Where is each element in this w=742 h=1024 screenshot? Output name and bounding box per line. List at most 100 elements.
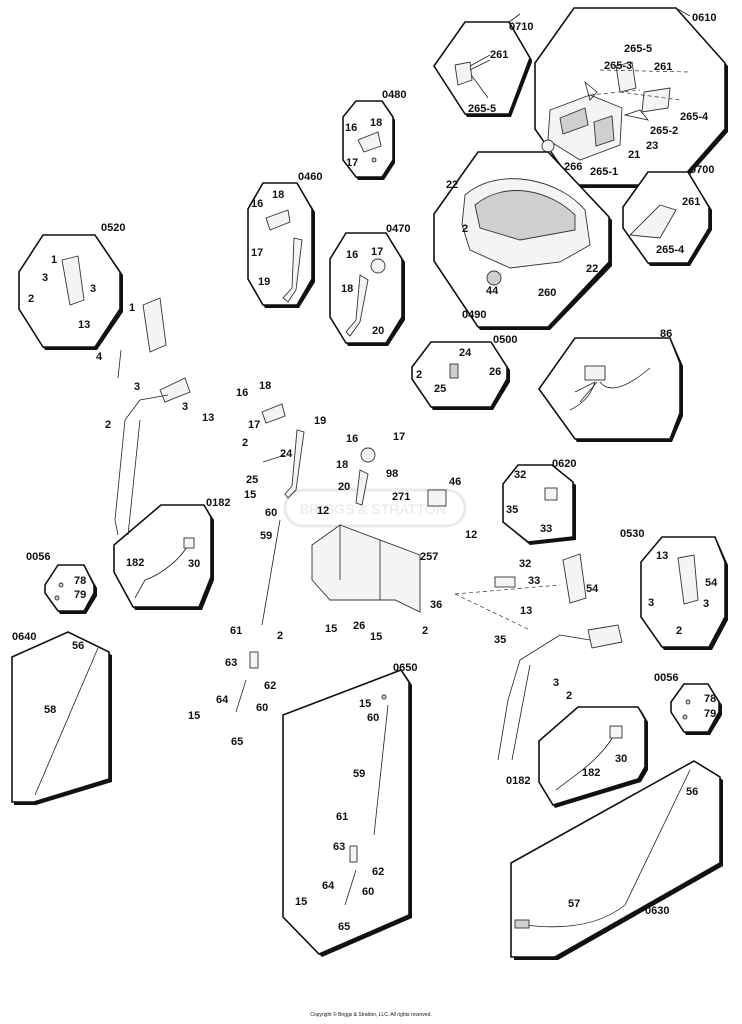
callout-18[interactable]: 18 bbox=[259, 380, 271, 392]
callout-32[interactable]: 32 bbox=[514, 469, 526, 481]
callout-15[interactable]: 15 bbox=[370, 631, 382, 643]
kit-label-0490[interactable]: 0490 bbox=[462, 309, 486, 321]
callout-18[interactable]: 18 bbox=[336, 459, 348, 471]
callout-46[interactable]: 46 bbox=[449, 476, 461, 488]
callout-98[interactable]: 98 bbox=[386, 468, 398, 480]
callout-63[interactable]: 63 bbox=[225, 657, 237, 669]
callout-86[interactable]: 86 bbox=[660, 328, 672, 340]
kit-label-0480[interactable]: 0480 bbox=[382, 89, 406, 101]
callout-4[interactable]: 4 bbox=[96, 351, 103, 363]
callout-265-4[interactable]: 265-4 bbox=[680, 111, 709, 123]
callout-35[interactable]: 35 bbox=[494, 634, 506, 646]
callout-13[interactable]: 13 bbox=[78, 319, 90, 331]
callout-59[interactable]: 59 bbox=[353, 768, 365, 780]
callout-2[interactable]: 2 bbox=[28, 293, 34, 305]
callout-2[interactable]: 2 bbox=[416, 369, 422, 381]
callout-16[interactable]: 16 bbox=[236, 387, 248, 399]
callout-3[interactable]: 3 bbox=[182, 401, 188, 413]
callout-26[interactable]: 26 bbox=[353, 620, 365, 632]
callout-54[interactable]: 54 bbox=[586, 583, 599, 595]
callout-3[interactable]: 3 bbox=[134, 381, 140, 393]
callout-25[interactable]: 25 bbox=[246, 474, 258, 486]
callout-78[interactable]: 78 bbox=[74, 575, 86, 587]
callout-79[interactable]: 79 bbox=[74, 589, 86, 601]
callout-20[interactable]: 20 bbox=[338, 481, 350, 493]
kit-label-0610[interactable]: 0610 bbox=[692, 12, 716, 24]
callout-18[interactable]: 18 bbox=[370, 117, 382, 129]
kit-label-0182[interactable]: 0182 bbox=[206, 497, 230, 509]
callout-58[interactable]: 58 bbox=[44, 704, 56, 716]
callout-62[interactable]: 62 bbox=[264, 680, 276, 692]
callout-16[interactable]: 16 bbox=[346, 433, 358, 445]
callout-271[interactable]: 271 bbox=[392, 491, 410, 503]
callout-57[interactable]: 57 bbox=[568, 898, 580, 910]
callout-17[interactable]: 17 bbox=[371, 246, 383, 258]
callout-19[interactable]: 19 bbox=[314, 415, 326, 427]
callout-15[interactable]: 15 bbox=[188, 710, 200, 722]
kit-label-0630[interactable]: 0630 bbox=[645, 905, 669, 917]
kit-label-0182[interactable]: 0182 bbox=[506, 775, 530, 787]
callout-13[interactable]: 13 bbox=[656, 550, 668, 562]
callout-17[interactable]: 17 bbox=[346, 157, 358, 169]
callout-65[interactable]: 65 bbox=[231, 736, 243, 748]
kit-label-0500[interactable]: 0500 bbox=[493, 334, 517, 346]
callout-61[interactable]: 61 bbox=[230, 625, 242, 637]
callout-16[interactable]: 16 bbox=[346, 249, 358, 261]
callout-36[interactable]: 36 bbox=[430, 599, 442, 611]
callout-3[interactable]: 3 bbox=[90, 283, 96, 295]
kit-label-0460[interactable]: 0460 bbox=[298, 171, 322, 183]
callout-20[interactable]: 20 bbox=[372, 325, 384, 337]
callout-3[interactable]: 3 bbox=[42, 272, 48, 284]
callout-30[interactable]: 30 bbox=[188, 558, 200, 570]
callout-60[interactable]: 60 bbox=[367, 712, 379, 724]
callout-21[interactable]: 21 bbox=[628, 149, 640, 161]
callout-16[interactable]: 16 bbox=[251, 198, 263, 210]
callout-2[interactable]: 2 bbox=[462, 223, 468, 235]
callout-33[interactable]: 33 bbox=[540, 523, 552, 535]
kit-label-0470[interactable]: 0470 bbox=[386, 223, 410, 235]
callout-260[interactable]: 260 bbox=[538, 287, 556, 299]
callout-54[interactable]: 54 bbox=[705, 577, 718, 589]
callout-265-1[interactable]: 265-1 bbox=[590, 166, 618, 178]
callout-12[interactable]: 12 bbox=[317, 505, 329, 517]
callout-44[interactable]: 44 bbox=[486, 285, 499, 297]
callout-60[interactable]: 60 bbox=[362, 886, 374, 898]
callout-16[interactable]: 16 bbox=[345, 122, 357, 134]
callout-2[interactable]: 2 bbox=[566, 690, 572, 702]
callout-18[interactable]: 18 bbox=[341, 283, 353, 295]
callout-61[interactable]: 61 bbox=[336, 811, 348, 823]
callout-64[interactable]: 64 bbox=[216, 694, 229, 706]
callout-15[interactable]: 15 bbox=[359, 698, 371, 710]
callout-15[interactable]: 15 bbox=[244, 489, 256, 501]
callout-265-4[interactable]: 265-4 bbox=[656, 244, 685, 256]
callout-17[interactable]: 17 bbox=[248, 419, 260, 431]
callout-22[interactable]: 22 bbox=[586, 263, 598, 275]
callout-261[interactable]: 261 bbox=[654, 61, 672, 73]
callout-1[interactable]: 1 bbox=[129, 302, 135, 314]
callout-17[interactable]: 17 bbox=[251, 247, 263, 259]
callout-261[interactable]: 261 bbox=[682, 196, 700, 208]
callout-15[interactable]: 15 bbox=[295, 896, 307, 908]
callout-18[interactable]: 18 bbox=[272, 189, 284, 201]
callout-79[interactable]: 79 bbox=[704, 708, 716, 720]
callout-261[interactable]: 261 bbox=[490, 49, 508, 61]
callout-24[interactable]: 24 bbox=[459, 347, 472, 359]
callout-2[interactable]: 2 bbox=[105, 419, 111, 431]
callout-13[interactable]: 13 bbox=[520, 605, 532, 617]
callout-59[interactable]: 59 bbox=[260, 530, 272, 542]
callout-3[interactable]: 3 bbox=[648, 597, 654, 609]
callout-257[interactable]: 257 bbox=[420, 551, 438, 563]
callout-265-5[interactable]: 265-5 bbox=[624, 43, 652, 55]
callout-265-3[interactable]: 265-3 bbox=[604, 60, 632, 72]
callout-62[interactable]: 62 bbox=[372, 866, 384, 878]
callout-266[interactable]: 266 bbox=[564, 161, 582, 173]
callout-13[interactable]: 13 bbox=[202, 412, 214, 424]
callout-22[interactable]: 22 bbox=[446, 179, 458, 191]
callout-19[interactable]: 19 bbox=[258, 276, 270, 288]
callout-25[interactable]: 25 bbox=[434, 383, 446, 395]
kit-label-0710[interactable]: 0710 bbox=[509, 21, 533, 33]
callout-3[interactable]: 3 bbox=[703, 598, 709, 610]
callout-63[interactable]: 63 bbox=[333, 841, 345, 853]
callout-265-2[interactable]: 265-2 bbox=[650, 125, 678, 137]
callout-2[interactable]: 2 bbox=[242, 437, 248, 449]
